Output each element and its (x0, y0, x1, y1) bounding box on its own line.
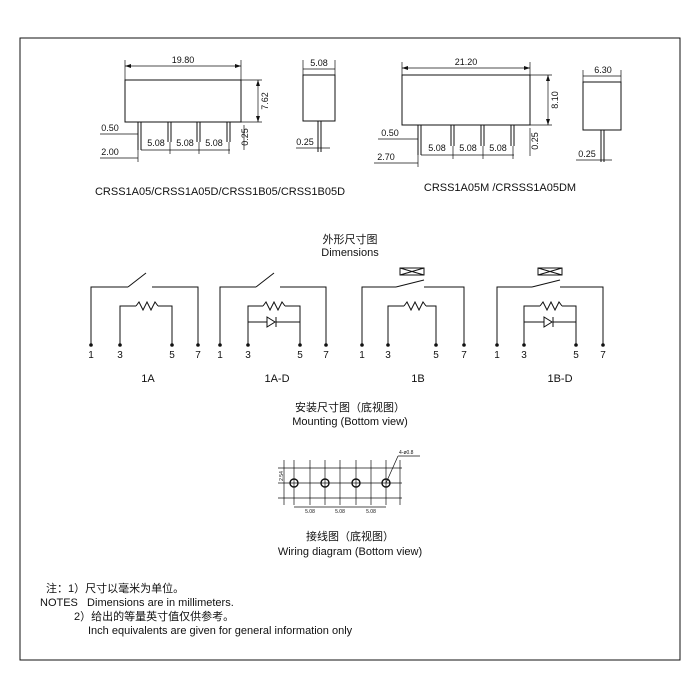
outline-b-model-caption: CRSS1A05M /CRSSS1A05DM (424, 182, 576, 194)
switch-contact (531, 279, 561, 288)
outline-a-front-view: 19.80 7.62 0.25 0.50 2.00 5.08 5.08 (100, 55, 270, 162)
outline-b-pitch-2-dim: 5.08 (459, 143, 477, 153)
outline-b-body (401, 74, 531, 126)
mounting-hole (289, 478, 299, 488)
schematic-1b-d: 1 3 5 7 1B-D (494, 267, 606, 385)
mounting-hole (381, 478, 391, 488)
switch-contact (255, 272, 275, 288)
schematic-caption: 1B (411, 373, 424, 385)
switch-contact (395, 279, 425, 288)
pin-label: 5 (573, 350, 579, 361)
mounting-pitch-3: 5.08 (366, 509, 376, 515)
pin-label: 3 (385, 350, 391, 361)
outline-b-pitch-1-dim: 5.08 (428, 143, 446, 153)
schematic-1a: 1 3 5 7 1A (88, 272, 201, 385)
mounting-title-en: Mounting (Bottom view) (292, 416, 408, 428)
outline-b-offset-dim: 2.70 (377, 152, 395, 162)
dimensions-title-zh: 外形尺寸图 (323, 232, 378, 246)
mounting-vertical-dim: 2.54 (279, 471, 285, 481)
pin-label: 1 (494, 350, 500, 361)
schematic-caption: 1B-D (547, 373, 572, 385)
pin-label: 7 (323, 350, 329, 361)
mounting-hole-note: 4-ø0.8 (399, 450, 414, 456)
page-frame (19, 37, 681, 661)
diode-icon (266, 316, 276, 328)
outline-b-pitch-3-dim: 5.08 (489, 143, 507, 153)
outline-a-height-dim: 7.62 (260, 92, 270, 110)
pin-label: 1 (217, 350, 223, 361)
magnet-symbol-icon (399, 267, 425, 276)
schematic-1b: 1 3 5 7 1B (359, 267, 467, 385)
pin-label: 3 (521, 350, 527, 361)
mounting-hole (320, 478, 330, 488)
pin-label: 5 (433, 350, 439, 361)
outline-b-length-dim: 21.20 (455, 57, 478, 67)
outline-a-side-width-dim: 5.08 (310, 58, 328, 68)
wiring-title-en: Wiring diagram (Bottom view) (278, 546, 422, 558)
mounting-grid: 4-ø0.8 2.54 5.08 5.08 5.08 (278, 450, 420, 515)
mounting-title-zh: 安装尺寸图（底视图） (295, 400, 405, 414)
mounting-pitch-1: 5.08 (305, 509, 315, 515)
pin-label: 1 (359, 350, 365, 361)
pin-label: 5 (297, 350, 303, 361)
outline-a-offset-dim: 2.00 (101, 147, 119, 157)
coil-resistor (539, 300, 563, 312)
outline-a-side-body (302, 74, 336, 122)
outline-a-length-dim: 19.80 (172, 55, 195, 65)
dimensions-title-en: Dimensions (321, 247, 379, 259)
outline-a-side-view: 5.08 0.25 (296, 58, 336, 152)
pin-label: 3 (117, 350, 123, 361)
outline-a-model-caption: CRSS1A05/CRSS1A05D/CRSS1B05/CRSS1B05D (95, 186, 345, 198)
mounting-pitch-2: 5.08 (335, 509, 345, 515)
outline-a-pin-thickness-dim: 0.25 (240, 128, 250, 146)
outline-a-pitch-3-dim: 5.08 (205, 138, 223, 148)
pin-label: 7 (461, 350, 467, 361)
coil-resistor (135, 300, 159, 312)
diode-icon (543, 316, 553, 328)
outline-a-pitch-2-dim: 5.08 (176, 138, 194, 148)
pin-label: 7 (600, 350, 606, 361)
schematic-1a-d: 1 3 5 7 1A-D (217, 272, 329, 385)
coil-resistor (403, 300, 427, 312)
notes-line-2: NOTES Dimensions are in millimeters. (40, 597, 234, 609)
outline-a-side-pin-dim: 0.25 (296, 137, 314, 147)
schematic-caption: 1A (141, 373, 155, 385)
outline-a-pitch-1-dim: 5.08 (147, 138, 165, 148)
coil-resistor (262, 300, 286, 312)
outline-b-side-pin-dim: 0.25 (578, 149, 596, 159)
outline-b-front-view: 21.20 8.10 0.25 0.50 2.70 5.08 5.08 5.08 (374, 57, 560, 167)
outline-b-pin-thickness-dim: 0.25 (530, 132, 540, 150)
outline-b-side-view: 6.30 0.25 (576, 65, 622, 162)
pin-label: 3 (245, 350, 251, 361)
switch-contact (127, 272, 147, 288)
outline-a-body (124, 79, 242, 123)
pin-label: 5 (169, 350, 175, 361)
mounting-hole (351, 478, 361, 488)
pin-label: 1 (88, 350, 94, 361)
pin-label: 7 (195, 350, 201, 361)
outline-b-side-body (582, 81, 622, 131)
notes-line-1: 注：1）尺寸以毫米为单位。 (46, 581, 184, 595)
wiring-title-zh: 接线图（底视图） (306, 529, 394, 543)
outline-a-pin-width-dim: 0.50 (101, 123, 119, 133)
notes-line-3: 2）给出的等量英寸值仅供参考。 (74, 609, 234, 623)
schematic-caption: 1A-D (264, 373, 289, 385)
magnet-symbol-icon (537, 267, 563, 276)
outline-b-side-width-dim: 6.30 (594, 65, 612, 75)
outline-b-pin-width-dim: 0.50 (381, 128, 399, 138)
outline-b-height-dim: 8.10 (550, 91, 560, 109)
notes-line-4: Inch equivalents are given for general i… (88, 625, 353, 637)
